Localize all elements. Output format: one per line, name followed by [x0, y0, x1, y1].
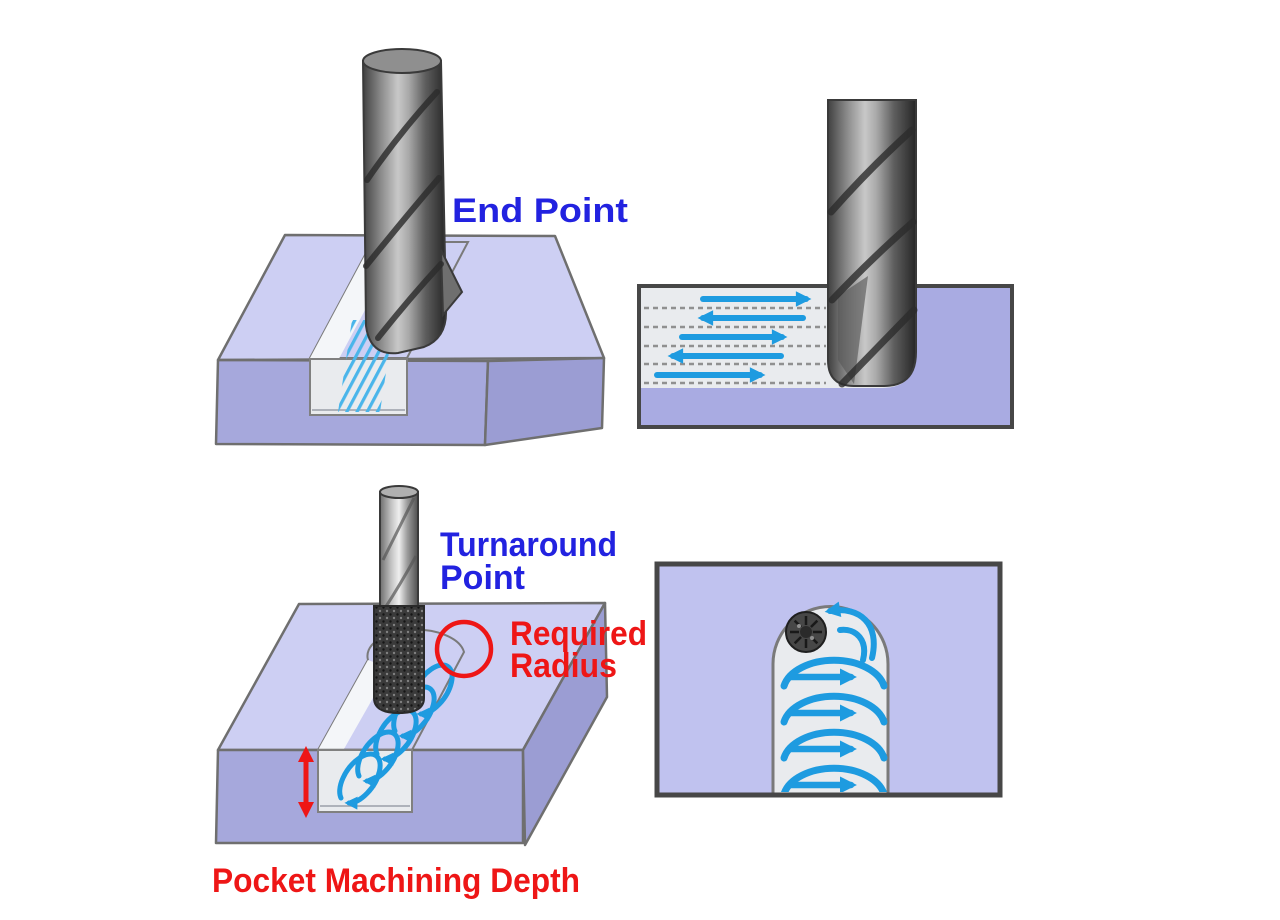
pocket-depth-arrow	[298, 746, 314, 818]
endmill1-flute	[375, 261, 444, 341]
endmill3-cutter	[373, 605, 425, 715]
pocket-machining-depth-label: Pocket Machining Depth	[212, 862, 580, 900]
block1-right-face	[483, 356, 606, 447]
trochoidal-toolpath	[780, 601, 888, 792]
depth-arrow-head-up	[298, 746, 314, 762]
endmill3-shank	[379, 491, 419, 609]
trochoid-entry-curl	[824, 601, 877, 661]
cutter-center	[800, 626, 812, 638]
endmill1-cutting-corner	[440, 249, 464, 318]
endmill-tool-1	[361, 48, 464, 355]
endmill3-flute	[381, 497, 416, 561]
endmill3-flute	[383, 555, 418, 609]
endmill1-top	[362, 48, 442, 74]
block3-right-face	[521, 601, 609, 847]
endmill-tool-3	[373, 485, 425, 715]
block4-border	[654, 561, 1003, 798]
block2-border	[637, 284, 1014, 429]
endmill2-flute	[838, 306, 918, 388]
panel-zigzag-side-view	[637, 99, 1014, 429]
turnaround-point-label-line1: Turnaround	[440, 526, 617, 564]
endmill-tool-2	[827, 99, 918, 388]
endmill2-flute	[827, 126, 916, 216]
endmill1-flute	[364, 89, 440, 183]
cutter-glint	[810, 636, 814, 640]
panel-slot-top-view	[654, 561, 1003, 798]
end-point-label: End Point	[452, 192, 628, 230]
panel-slot-milling-isometric: End Point	[214, 48, 628, 447]
helix-loop	[355, 729, 401, 788]
required-radius-label-line2: Radius	[510, 647, 617, 685]
endmill3-top	[379, 485, 419, 499]
endmill1-flute	[363, 175, 442, 269]
panel-pocket-depth-isometric: Turnaround Point Required Radius Pocket …	[212, 485, 647, 900]
stepdown-dashed-lines	[644, 306, 826, 385]
endmill2-flute	[828, 218, 917, 304]
required-radius-circle	[434, 619, 494, 679]
trochoid-entry-curl-inner	[837, 626, 868, 663]
cutter-glint	[797, 624, 801, 628]
cutter-top-view	[785, 611, 827, 653]
depth-arrow-head-down	[298, 802, 314, 818]
turnaround-point-label-line2: Point	[440, 559, 525, 597]
block3-slot-left-wall	[318, 660, 390, 756]
required-radius-label-line1: Required	[510, 615, 647, 653]
endmill2-cutting-facet	[838, 276, 868, 384]
zigzag-pass-arrows	[654, 291, 812, 383]
